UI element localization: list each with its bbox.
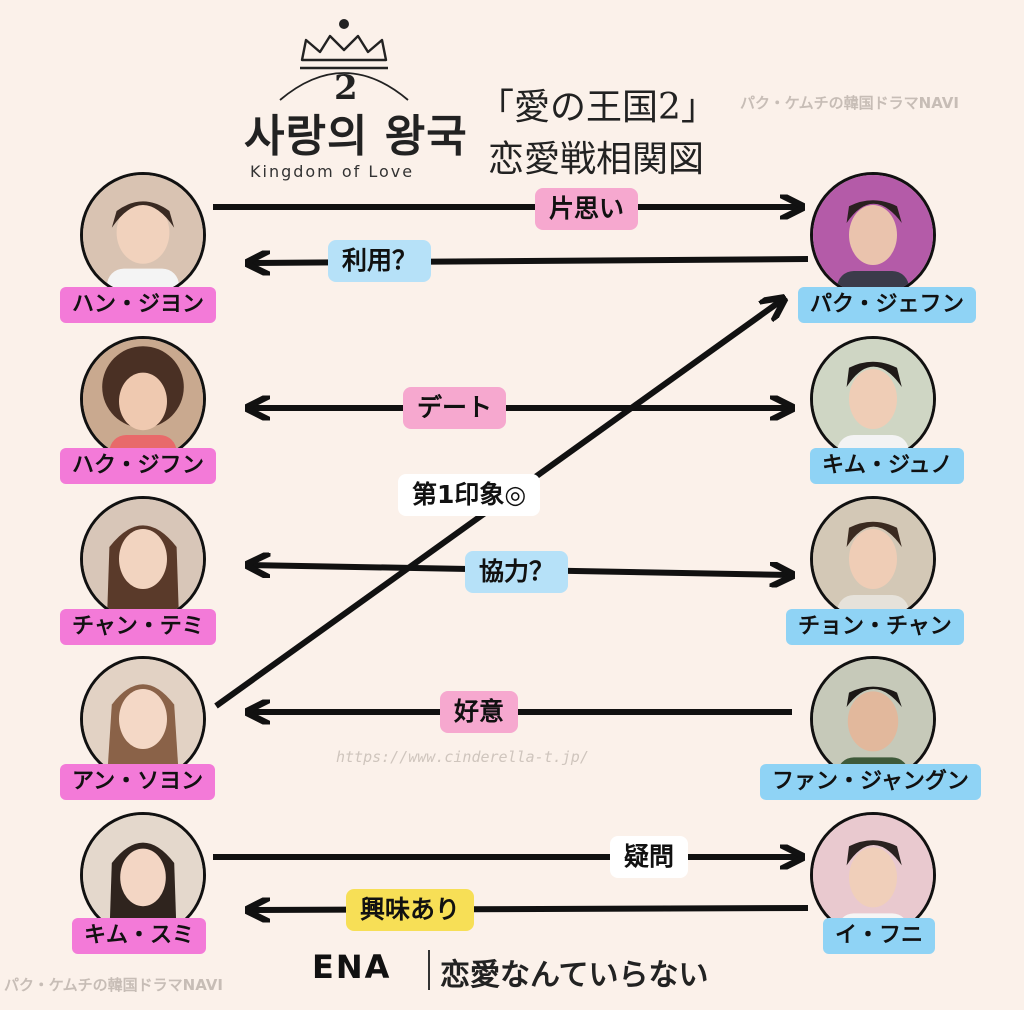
watermark-top: パク・ケムチの韓国ドラマNAVI — [740, 94, 959, 112]
avatar-kim-sumi — [80, 812, 206, 938]
name-label-man-3: チョン・チャン — [786, 609, 964, 645]
avatar-chan-temi — [80, 496, 206, 622]
name-label-man-1: パク・ジェフン — [798, 287, 977, 323]
relation-tag-daiichi: 第1印象◎ — [398, 474, 541, 516]
name-label-man-2: キム・ジュノ — [810, 448, 965, 484]
chart-title-line1: 「愛の王国2」 — [478, 87, 717, 128]
avatar-an-soyon — [80, 656, 206, 782]
source-url: https://www.cinderella-t.jp/ — [336, 748, 589, 766]
relation-tag-kyouryoku: 協力？ — [465, 551, 569, 593]
name-label-woman-4: アン・ソヨン — [60, 764, 216, 800]
logo-korean-title: 사랑의 왕국 — [244, 111, 468, 162]
watermark-bottom: パク・ケムチの韓国ドラマNAVI — [4, 976, 223, 994]
footer-show-title: 恋愛なんていらない — [440, 958, 709, 993]
logo-english-title: Kingdom of Love — [250, 162, 415, 181]
name-label-man-5: イ・フニ — [823, 918, 936, 954]
relation-tag-date: デート — [403, 387, 507, 429]
name-label-woman-3: チャン・テミ — [60, 609, 216, 645]
name-label-man-4: ファン・ジャングン — [760, 764, 981, 800]
name-label-woman-1: ハン・ジヨン — [60, 287, 217, 323]
relation-tag-kataomoi: 片思い — [535, 188, 639, 230]
name-label-woman-5: キム・スミ — [72, 918, 207, 954]
arrow-kyoumi — [250, 908, 809, 910]
show-logo: 2 사랑의 왕국 Kingdom of Love — [240, 18, 467, 188]
relation-tag-gimon: 疑問 — [610, 836, 689, 878]
relation-tag-kyoumi: 興味あり — [346, 889, 475, 931]
avatar-kim-juno — [810, 336, 936, 462]
relation-tag-riyou: 利用？ — [328, 240, 432, 282]
footer-separator — [428, 950, 430, 990]
chart-title-line2: 恋愛戦相関図 — [488, 139, 705, 180]
relation-tag-koui: 好意 — [440, 691, 519, 733]
name-label-woman-2: ハク・ジフン — [60, 448, 217, 484]
footer-brand-logo: ENA — [312, 948, 392, 986]
avatar-fan-jangun — [810, 656, 936, 782]
logo-season-number: 2 — [334, 68, 358, 108]
avatar-haku-jifun — [80, 336, 206, 462]
crown-icon — [279, 19, 409, 101]
avatar-han-jiyeon — [80, 172, 206, 298]
avatar-chon-chan — [810, 496, 936, 622]
avatar-paku-jefun — [810, 172, 936, 298]
avatar-i-funi — [810, 812, 936, 938]
